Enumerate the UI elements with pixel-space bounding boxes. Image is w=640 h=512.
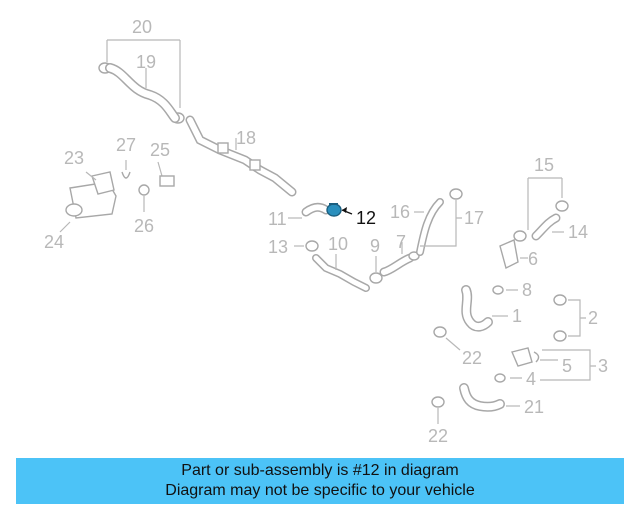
callout-24: 24 [44,232,64,252]
callout-labels: 20 19 18 27 25 23 26 24 11 12 13 10 9 7 … [44,17,608,446]
part-2-clamps [553,294,586,342]
callout-22-upper: 22 [462,348,482,368]
callout-23: 23 [64,148,84,168]
callout-16: 16 [390,202,410,222]
part-15-clamps [513,177,569,242]
part-14-hose [531,213,564,241]
part-11-hose [288,202,331,219]
callout-9: 9 [370,236,380,256]
part-6-fitting [499,239,528,270]
part-25-26-27-small [121,160,175,212]
part-10-pipe [312,254,370,292]
callout-18: 18 [236,128,256,148]
part-13-clamp [294,240,319,252]
callout-8: 8 [522,280,532,300]
callout-21: 21 [524,397,544,417]
part-16-hose [414,198,444,256]
part-18-coolant-pipe [185,115,297,197]
part-1-lower-hose [461,285,508,332]
callout-19: 19 [136,52,156,72]
callout-22-lower: 22 [428,426,448,446]
part-9-clamp [369,256,383,284]
callout-11: 11 [268,209,287,229]
callout-17: 17 [464,208,484,228]
banner-line-2: Diagram may not be specific to your vehi… [165,482,475,499]
banner-line-1: Part or sub-assembly is #12 in diagram [181,462,459,479]
callout-25: 25 [150,140,170,160]
callout-3: 3 [598,356,608,376]
callout-14: 14 [568,222,588,242]
callout-26: 26 [134,216,154,236]
part-19-upper-hose [105,63,180,123]
callout-12: 12 [356,208,376,228]
callout-2: 2 [588,308,598,328]
part-3-4-5-assembly [494,347,596,383]
part-12-clamp-highlighted [326,203,353,217]
callout-6: 6 [528,249,538,269]
callout-4: 4 [526,369,536,389]
part-17-clamps [420,188,463,247]
part-22-clamps [431,326,461,424]
part-21-hose [459,383,520,412]
callout-7: 7 [396,232,406,252]
callout-20: 20 [132,17,152,37]
callout-27: 27 [116,135,136,155]
callout-1: 1 [512,306,522,326]
part-8-fitting [492,285,518,295]
info-banner: Part or sub-assembly is #12 in diagram D… [16,458,624,504]
callout-15: 15 [534,155,554,175]
part-23-thermostat-housing [59,171,117,233]
callout-13: 13 [268,237,288,257]
callout-5: 5 [562,356,572,376]
part-7-hose [379,242,420,277]
parts-diagram: 20 19 18 27 25 23 26 24 11 12 13 10 9 7 … [44,17,608,446]
callout-10: 10 [328,234,348,254]
